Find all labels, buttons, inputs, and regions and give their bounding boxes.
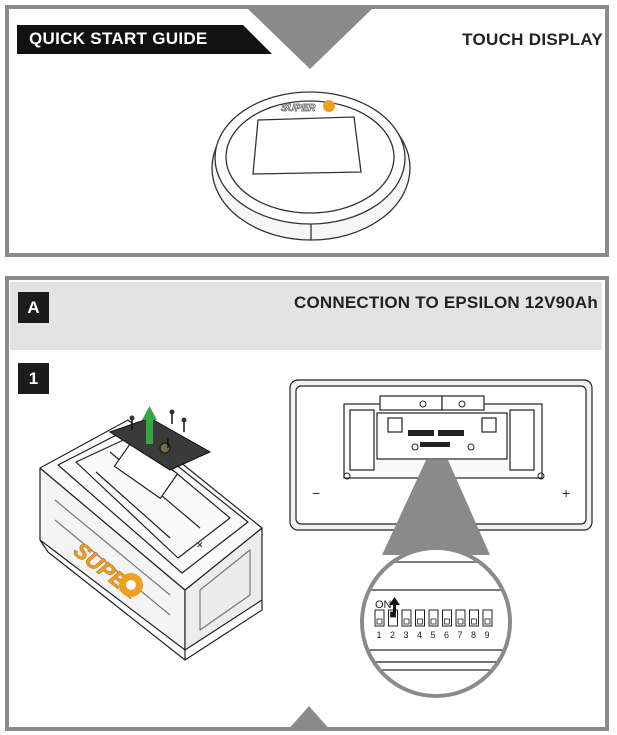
dip-switch-knob-8: [471, 618, 477, 625]
guide-tab: QUICK START GUIDE: [17, 25, 272, 54]
device-logo: SUPER: [281, 100, 335, 114]
dip-switch-knob-7: [457, 618, 464, 625]
device-logo-flame-icon: [323, 100, 335, 112]
document-title: TOUCH DISPLAY: [462, 30, 603, 49]
guide-label: QUICK START GUIDE: [29, 29, 208, 48]
guide-tab-shape: [17, 25, 272, 54]
section-title: CONNECTION TO EPSILON 12V90Ah: [294, 293, 598, 312]
top-notch-triangle: [248, 9, 372, 69]
dip-switch-number: 3: [404, 630, 409, 640]
dip-switch-number: 6: [444, 630, 449, 640]
section-badge: A: [18, 292, 49, 323]
dip-switch-1: [374, 609, 385, 627]
dip-switch-number: 7: [458, 630, 463, 640]
dip-switch-4: [415, 609, 425, 627]
dip-on-label: ON: [375, 599, 392, 611]
dip-switch-6: [442, 609, 452, 627]
dip-switch-number: 4: [417, 630, 422, 640]
dip-switch-knob-5: [430, 618, 437, 625]
device-screen: [252, 116, 362, 175]
device-logo-text: SUPER: [281, 103, 316, 114]
lift-arrow-icon: [142, 406, 157, 444]
pcb-dip-switch-small: [420, 442, 450, 447]
dip-switch-number: 1: [377, 630, 382, 640]
dip-switch-9: [482, 609, 493, 627]
battery-cover-plate: [108, 409, 212, 471]
battery-lid: [39, 419, 263, 591]
section-header-band: [10, 282, 602, 350]
svg-text:✕: ✕: [196, 540, 204, 550]
dip-switch-number: 5: [431, 630, 436, 640]
dip-switch-7: [455, 609, 466, 627]
switch-up-arrow-icon: [389, 597, 400, 613]
plus-terminal-label: +: [562, 485, 570, 501]
dip-switch-knob-4: [417, 618, 423, 625]
dip-switch-knob-1: [376, 618, 383, 625]
minus-terminal-label: −: [312, 485, 320, 501]
dip-switch-5: [428, 609, 439, 627]
bottom-notch-triangle: [287, 706, 331, 731]
dip-switch-number: 9: [485, 630, 490, 640]
dip-switch-number: 8: [471, 630, 476, 640]
dip-switch-knob-9: [484, 618, 491, 625]
dip-switch-knob-6: [444, 618, 450, 625]
dip-switch-knob-3: [403, 618, 410, 625]
step-badge: 1: [18, 363, 49, 394]
dip-switch-number: 2: [390, 630, 395, 640]
dip-switch-3: [401, 609, 412, 627]
dip-switch-8: [469, 609, 479, 627]
zoom-callout-wedge: [382, 460, 490, 555]
pcb-text-block: [408, 430, 434, 436]
